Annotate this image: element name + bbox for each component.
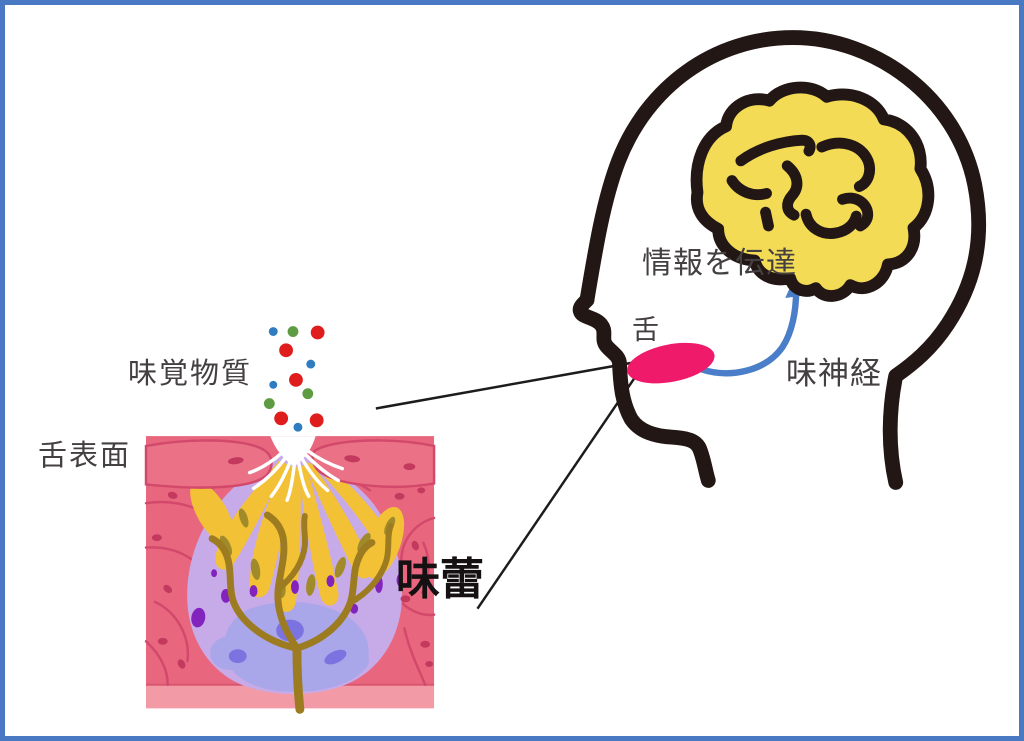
surface-epithelium-cells (144, 439, 436, 489)
tongue-graphic (627, 342, 715, 384)
label-tongue-surface: 舌表面 (38, 440, 132, 472)
tissue-lower-band (146, 684, 435, 709)
taste-bud-illustration (144, 436, 436, 714)
molecule-dot (263, 398, 275, 409)
head-profile-outline (572, 30, 987, 490)
molecule-dot (268, 327, 278, 336)
molecule-dot (269, 380, 278, 389)
molecule-dot (287, 326, 299, 337)
label-taste-substances: 味覚物質 (128, 358, 253, 390)
label-transmit-information: 情報を伝達 (642, 247, 797, 280)
molecule-dot (309, 413, 324, 428)
taste-molecule-dots (263, 325, 325, 432)
connector-lines (375, 359, 642, 610)
tissue-nuclei (151, 487, 434, 669)
molecule-dot (293, 422, 303, 432)
connector-line-to-taste-bud (476, 373, 639, 610)
molecule-dot (302, 388, 314, 400)
label-taste-bud: 味蕾 (396, 555, 484, 604)
label-tongue: 舌 (632, 315, 659, 345)
brain-graphic (690, 81, 935, 302)
diagram-canvas (144, 30, 987, 714)
label-taste-nerve: 味神経 (786, 356, 882, 391)
brain-folds (726, 134, 876, 239)
brain-outline (690, 81, 935, 302)
surface-cell-nuclei (227, 455, 416, 471)
molecule-dot (279, 343, 293, 358)
molecule-dot (274, 411, 289, 426)
molecule-dot (289, 372, 303, 387)
taste-receptor-cells (190, 458, 405, 612)
nerve-fibre (208, 511, 394, 714)
face-profile-line (572, 292, 716, 488)
taste-pore-cilia (247, 436, 345, 502)
connector-line-to-molecules (375, 359, 642, 410)
molecule-dot (306, 359, 316, 369)
molecule-dot (310, 325, 325, 340)
